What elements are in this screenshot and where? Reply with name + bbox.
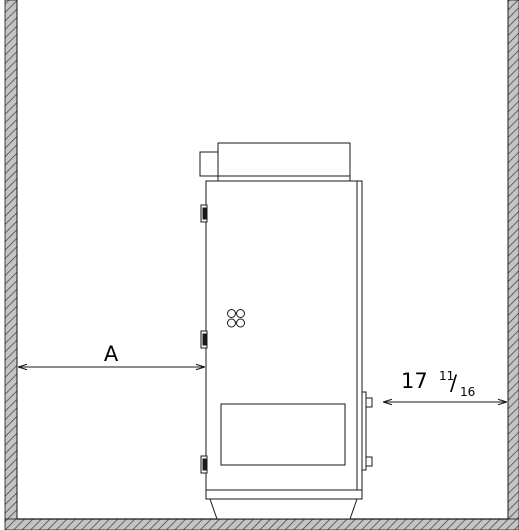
hinge-top [365, 397, 373, 408]
floor [4, 518, 519, 530]
duct-connector [199, 151, 219, 177]
left-latches [200, 204, 208, 474]
hinge-plate [361, 391, 367, 471]
dimension-right: 17 11 / 16 [384, 369, 506, 402]
dimension-right-numerator: 11 [439, 369, 454, 383]
right-wall [507, 0, 519, 523]
left-wall [4, 0, 18, 523]
dimension-right-slash: / [450, 371, 458, 395]
right-hinges [361, 391, 373, 471]
control-icon [227, 309, 245, 328]
dimension-right-denominator: 16 [460, 385, 475, 399]
dimension-right-whole: 17 [401, 369, 428, 393]
dimension-left: A [19, 342, 204, 367]
base-skirt [209, 498, 358, 520]
access-panel [220, 403, 346, 466]
base-strip [205, 489, 363, 500]
walls [4, 0, 519, 530]
hinge-bottom [365, 456, 373, 467]
dimension-left-label: A [104, 342, 119, 366]
unit [199, 142, 373, 520]
top-duct-box [217, 142, 351, 182]
